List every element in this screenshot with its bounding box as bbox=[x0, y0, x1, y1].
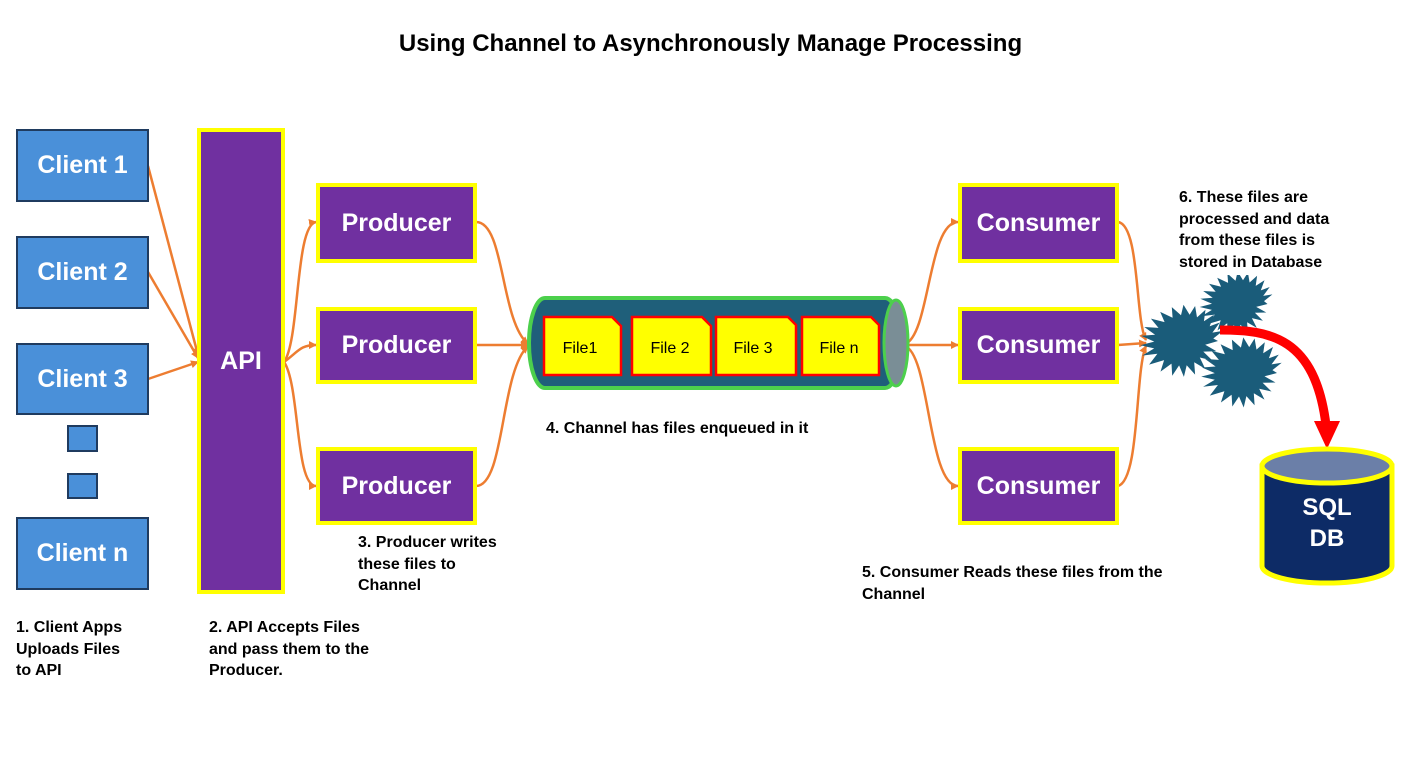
arrow-consumer3-process bbox=[1117, 345, 1148, 488]
channel-file-n: File n bbox=[800, 315, 881, 377]
api-box: API bbox=[197, 128, 285, 594]
sql-db-label: SQL DB bbox=[1262, 492, 1392, 554]
note-6-line: 6. These files are bbox=[1179, 189, 1308, 206]
producer-box-1: Producer bbox=[316, 183, 477, 263]
note-3-line: these files to bbox=[358, 555, 456, 573]
note-3: 3. Producer writes these files to Channe… bbox=[358, 532, 497, 597]
sql-db-cylinder bbox=[1259, 446, 1395, 586]
note-6-line: from these files is bbox=[1179, 232, 1316, 249]
file-label-1: File1 bbox=[563, 340, 598, 357]
producer-box-2: Producer bbox=[316, 307, 477, 384]
note-2-line: Producer. bbox=[209, 662, 283, 679]
consumer-box-2: Consumer bbox=[958, 307, 1119, 384]
note-5-line: Channel bbox=[862, 585, 926, 603]
client-box-2: Client 2 bbox=[16, 236, 149, 309]
burst-shape-top bbox=[1199, 275, 1273, 335]
channel-file-3: File 3 bbox=[714, 315, 798, 377]
note-5-line: 5. Consumer Reads these files from the bbox=[862, 564, 1163, 581]
note-1: 1. Client Apps Uploads Files to API bbox=[16, 617, 122, 682]
consumer-box-1: Consumer bbox=[958, 183, 1119, 263]
sql-db-line2: DB bbox=[1309, 525, 1345, 552]
note-6-line: stored in Database bbox=[1179, 253, 1323, 271]
note-3-line: Channel bbox=[358, 577, 422, 594]
client-box-1: Client 1 bbox=[16, 129, 149, 202]
consumer-box-3: Consumer bbox=[958, 447, 1119, 525]
note-3-line: 3. Producer writes bbox=[358, 534, 497, 551]
arrow-producer3-channel bbox=[475, 345, 529, 488]
note-2-line: 2. API Accepts Files bbox=[209, 619, 360, 636]
ellipsis-box-1 bbox=[67, 425, 98, 452]
note-4-line: 4. Channel has files enqueued in it bbox=[546, 420, 809, 437]
arrow-channel-consumer3 bbox=[904, 344, 959, 490]
ellipsis-box-2 bbox=[67, 473, 98, 499]
note-4: 4. Channel has files enqueued in it bbox=[546, 418, 808, 440]
channel-pipe: File1 File 2 File 3 File n bbox=[527, 296, 910, 390]
note-6: 6. These files are processed and data fr… bbox=[1179, 187, 1329, 273]
arrow-consumer1-process bbox=[1117, 220, 1148, 341]
note-1-line: Uploads Files bbox=[16, 640, 121, 658]
channel-file-2: File 2 bbox=[630, 315, 713, 377]
arrow-api-producer1 bbox=[282, 219, 317, 363]
note-5: 5. Consumer Reads these files from the C… bbox=[862, 562, 1163, 605]
db-arrow-line bbox=[1219, 325, 1331, 426]
arrow-api-producer3 bbox=[282, 361, 317, 490]
note-2-line: and pass them to the bbox=[209, 640, 370, 658]
arrow-client3-api bbox=[147, 360, 199, 381]
db-arrow-head bbox=[1314, 421, 1340, 449]
note-6-line: processed and data bbox=[1179, 210, 1330, 228]
sql-db-line1: SQL bbox=[1302, 494, 1352, 521]
client-box-n: Client n bbox=[16, 517, 149, 590]
note-1-line: 1. Client Apps bbox=[16, 619, 123, 636]
file-label-3: File 3 bbox=[733, 340, 772, 357]
file-label-2: File 2 bbox=[650, 340, 689, 357]
arrow-api-producer2 bbox=[283, 341, 317, 364]
burst-shape-bottom bbox=[1201, 337, 1282, 408]
arrow-channel-consumer1 bbox=[904, 218, 959, 346]
file-label-n: File n bbox=[819, 340, 858, 357]
producer-box-3: Producer bbox=[316, 447, 477, 525]
diagram-title: Using Channel to Asynchronously Manage P… bbox=[398, 30, 1023, 57]
arrow-consumer2-process bbox=[1117, 339, 1147, 348]
channel-file-1: File1 bbox=[542, 315, 623, 377]
arrow-client2-api bbox=[146, 271, 200, 359]
arrow-producer1-channel bbox=[475, 220, 529, 345]
client-box-3: Client 3 bbox=[16, 343, 149, 415]
note-1-line: to API bbox=[16, 662, 62, 679]
burst-shape-left bbox=[1140, 304, 1223, 377]
processing-bursts bbox=[1140, 275, 1340, 449]
arrow-client1-api bbox=[146, 165, 201, 356]
note-2: 2. API Accepts Files and pass them to th… bbox=[209, 617, 369, 682]
